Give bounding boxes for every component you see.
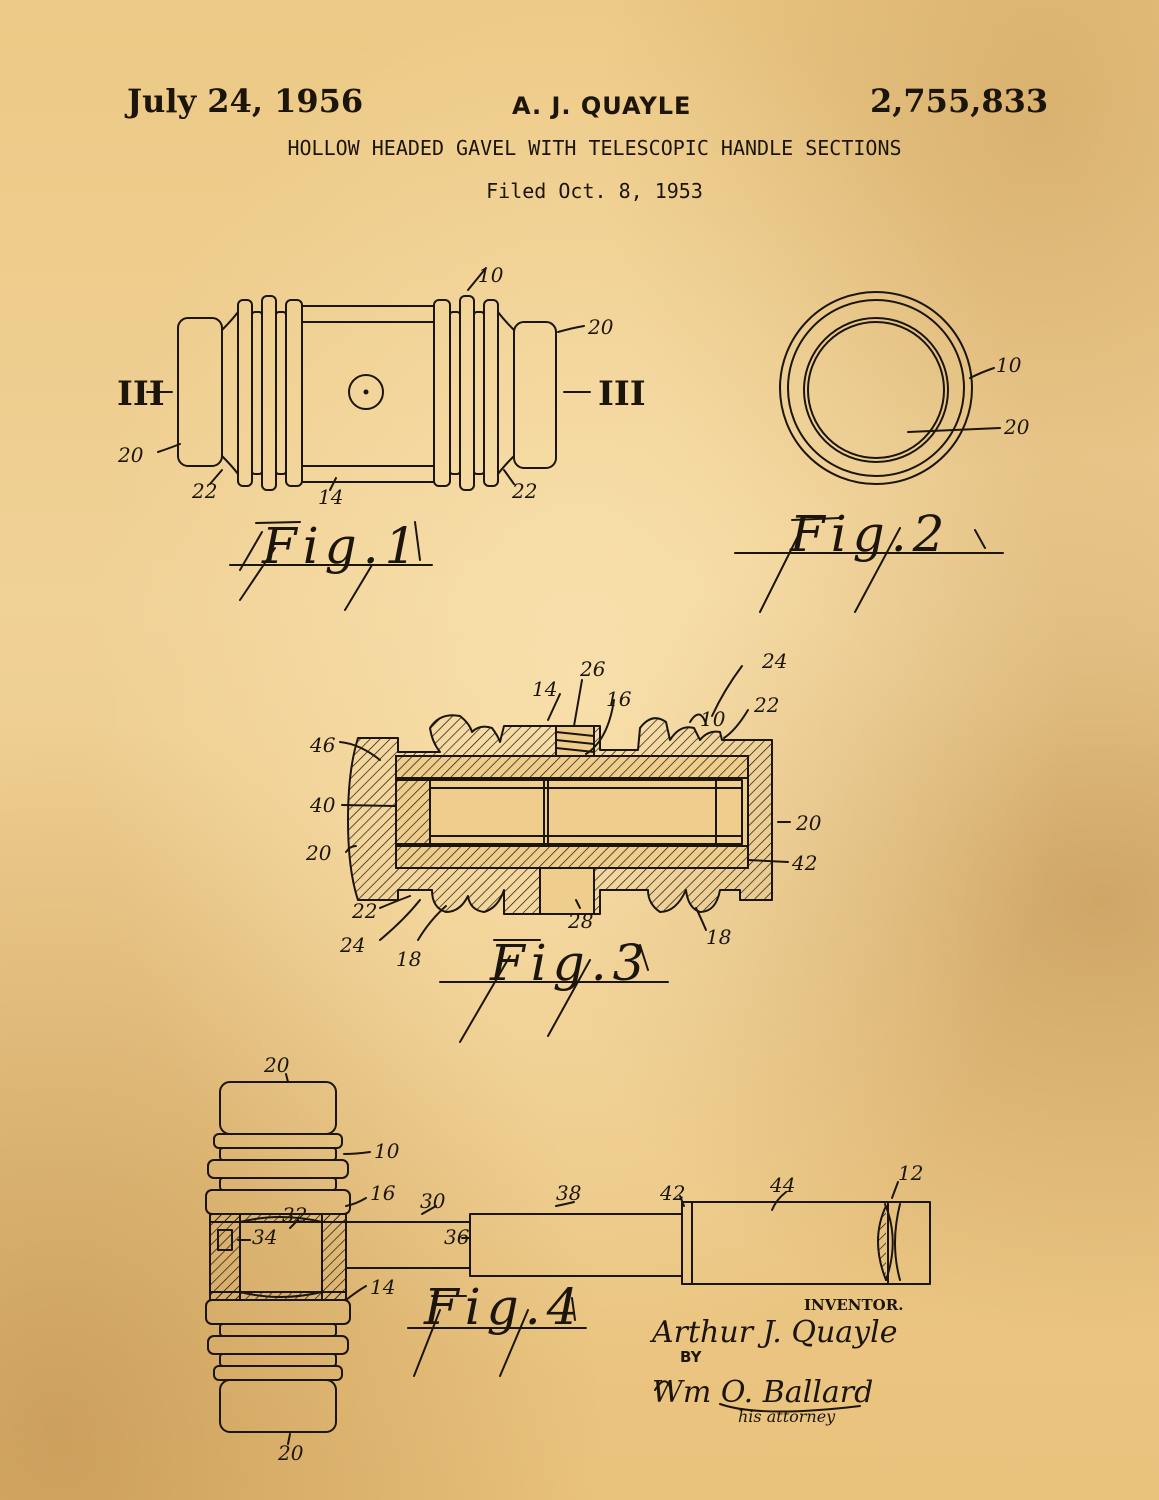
- fig2-ref-10: 10: [996, 353, 1022, 377]
- fig1-ref-22a: 22: [191, 479, 217, 503]
- fig3-ref-16: 16: [606, 687, 632, 711]
- fig3-ref-46: 46: [309, 733, 336, 757]
- fig4-ref-32: 32: [282, 1203, 307, 1227]
- fig4-ref-14: 14: [370, 1275, 395, 1299]
- inventor-caption: INVENTOR.: [804, 1296, 903, 1314]
- fig4-ref-20b: 20: [277, 1441, 304, 1465]
- fig3-ref-24a: 24: [761, 649, 787, 673]
- patent-title: HOLLOW HEADED GAVEL WITH TELESCOPIC HAND…: [287, 136, 902, 160]
- by-label: BY: [680, 1348, 703, 1366]
- fig1-drawing: [146, 267, 591, 611]
- fig4-drawing: [205, 1073, 931, 1445]
- fig2-label: Fig.2: [789, 505, 950, 563]
- fig4-ref-44: 44: [769, 1173, 795, 1197]
- filed-date: Filed Oct. 8, 1953: [486, 179, 703, 203]
- fig4-ref-16: 16: [370, 1181, 396, 1205]
- fig3-ref-22a: 22: [753, 693, 779, 717]
- fig1-ref-20b: 20: [117, 443, 144, 467]
- fig3-ref-26: 26: [579, 657, 606, 681]
- fig4-ref-12: 12: [898, 1161, 923, 1185]
- patent-date: July 24, 1956: [127, 82, 364, 120]
- fig1-ref-22b: 22: [511, 479, 537, 503]
- fig3-ref-14: 14: [532, 677, 557, 701]
- fig1-ref-20a: 20: [587, 315, 614, 339]
- fig3-label: Fig.3: [489, 934, 650, 992]
- fig3-ref-18b: 18: [706, 925, 731, 949]
- fig4-ref-36: 36: [444, 1225, 470, 1249]
- fig3-ref-20a: 20: [305, 841, 332, 865]
- fig3-ref-42: 42: [791, 851, 817, 875]
- fig4-ref-34: 34: [252, 1225, 277, 1249]
- fig1-section-left: III: [117, 374, 165, 414]
- fig1-label: Fig.1: [261, 517, 422, 575]
- fig3-ref-28: 28: [567, 909, 593, 933]
- inventor-name: A. J. QUAYLE: [512, 92, 692, 120]
- fig2-labels: 10 20 Fig.2: [789, 353, 1030, 563]
- signature-block: INVENTOR. Arthur J. Quayle BY Wm O. Ball…: [649, 1296, 903, 1426]
- fig1-labels: III III 10 20 20 22 14 22 Fig.1: [117, 263, 646, 575]
- fig1-ref-10: 10: [478, 263, 504, 287]
- fig4-ref-42: 42: [659, 1181, 685, 1205]
- fig3-ref-24b: 24: [339, 933, 365, 957]
- fig2-ref-20: 20: [1003, 415, 1030, 439]
- patent-number: 2,755,833: [870, 82, 1049, 120]
- fig3-ref-10: 10: [700, 707, 726, 731]
- fig3-ref-40: 40: [309, 793, 336, 817]
- inventor-signature: Arthur J. Quayle: [649, 1315, 897, 1350]
- fig3-labels: 26 24 14 16 10 22 46 40 20 20 42 22 24 1…: [305, 649, 822, 992]
- fig3-drawing: [339, 665, 791, 1043]
- fig4-label: Fig.4: [423, 1278, 584, 1336]
- fig4-ref-10: 10: [374, 1139, 400, 1163]
- attorney-caption: his attorney: [738, 1407, 836, 1426]
- fig3-ref-22b: 22: [351, 899, 377, 923]
- fig4-ref-38: 38: [556, 1181, 581, 1205]
- fig4-ref-20a: 20: [263, 1053, 290, 1077]
- attorney-signature: Wm O. Ballard: [652, 1375, 873, 1410]
- fig1-section-right: III: [598, 374, 646, 414]
- fig2-drawing: [734, 291, 1004, 613]
- fig3-ref-18a: 18: [396, 947, 421, 971]
- fig4-ref-30: 30: [420, 1189, 446, 1213]
- fig1-ref-14: 14: [318, 485, 343, 509]
- fig3-ref-20b: 20: [795, 811, 822, 835]
- fig4-labels: 20 10 16 30 38 42 44 12 32 34 36 14 20 F…: [252, 1053, 923, 1465]
